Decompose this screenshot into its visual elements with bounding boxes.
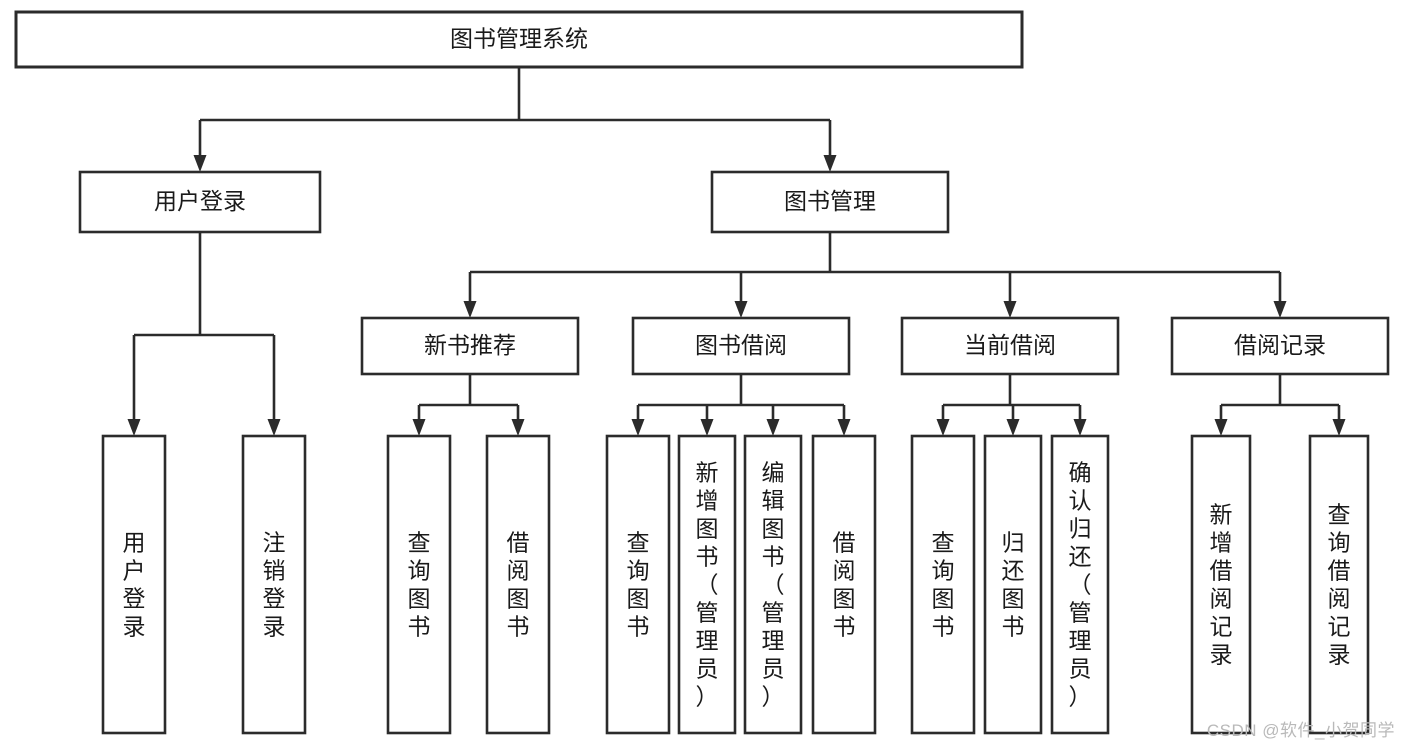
node-box-borrow-book-recommend (485, 434, 551, 735)
node-box-user-login (78, 170, 322, 234)
node-book-borrow[interactable]: 图书借阅 (631, 316, 851, 376)
node-box-root (14, 10, 1024, 69)
arrow-head-icon (734, 301, 748, 318)
node-box-query-borrow-record (1308, 434, 1370, 735)
node-label-borrow-book-recommend: 借阅图书 (507, 529, 530, 639)
arrow-head-icon (700, 419, 714, 436)
arrow-head-icon (1003, 301, 1017, 318)
node-label-borrow-book-borrow: 借阅图书 (833, 529, 856, 639)
node-label-book-manage: 图书管理 (784, 188, 876, 214)
node-label-edit-book-admin: 编辑图书（管理员） (762, 459, 785, 709)
node-label-add-borrow-record: 新增借阅记录 (1210, 501, 1233, 667)
node-label-query-borrow-record: 查询借阅记录 (1328, 501, 1351, 667)
node-user-login[interactable]: 用户登录 (78, 170, 322, 234)
arrow-head-icon (1332, 419, 1346, 436)
node-box-borrow-book-borrow (811, 434, 877, 735)
node-label-user-login-do: 用户登录 (123, 529, 146, 639)
node-box-query-book-borrow (605, 434, 671, 735)
node-box-borrow-record (1170, 316, 1390, 376)
node-box-book-borrow (631, 316, 851, 376)
node-query-borrow-record[interactable]: 查询借阅记录 (1308, 434, 1370, 735)
arrow-head-icon (837, 419, 851, 436)
arrow-head-icon (463, 301, 477, 318)
node-label-query-book-current: 查询图书 (932, 529, 955, 639)
node-box-query-book-recommend (386, 434, 452, 735)
node-user-login-do[interactable]: 用户登录 (101, 434, 167, 735)
node-layer: 图书管理系统用户登录用户登录注销登录图书管理新书推荐查询图书借阅图书图书借阅查询… (14, 10, 1390, 735)
arrow-head-icon (1214, 419, 1228, 436)
arrow-head-icon (267, 419, 281, 436)
arrow-head-icon (1006, 419, 1020, 436)
node-box-add-book-admin (677, 434, 737, 735)
connector-layer (127, 67, 1346, 436)
node-label-current-borrow: 当前借阅 (964, 332, 1056, 358)
node-borrow-book-borrow[interactable]: 借阅图书 (811, 434, 877, 735)
connector-book-manage-to-level3 (463, 232, 1287, 318)
node-query-book-current[interactable]: 查询图书 (910, 434, 976, 735)
arrow-head-icon (823, 155, 837, 172)
connector-new-book-recommend-to-leaves (412, 374, 525, 436)
arrow-head-icon (412, 419, 426, 436)
arrow-head-icon (127, 419, 141, 436)
node-label-book-borrow: 图书借阅 (695, 332, 787, 358)
node-edit-book-admin[interactable]: 编辑图书（管理员） (743, 434, 803, 735)
node-label-query-book-borrow: 查询图书 (627, 529, 650, 639)
node-current-borrow[interactable]: 当前借阅 (900, 316, 1120, 376)
connector-book-borrow-to-leaves (631, 374, 851, 436)
node-borrow-record[interactable]: 借阅记录 (1170, 316, 1390, 376)
node-borrow-book-recommend[interactable]: 借阅图书 (485, 434, 551, 735)
node-box-return-book (983, 434, 1043, 735)
arrow-head-icon (936, 419, 950, 436)
watermark-text: CSDN @软件_小贺同学 (1206, 721, 1395, 740)
node-add-borrow-record[interactable]: 新增借阅记录 (1190, 434, 1252, 735)
node-box-confirm-return-admin (1050, 434, 1110, 735)
arrow-head-icon (631, 419, 645, 436)
node-box-add-borrow-record (1190, 434, 1252, 735)
node-label-borrow-record: 借阅记录 (1234, 332, 1326, 358)
node-box-user-logout (241, 434, 307, 735)
node-box-current-borrow (900, 316, 1120, 376)
node-label-add-book-admin: 新增图书（管理员） (696, 459, 719, 709)
node-confirm-return-admin[interactable]: 确认归还（管理员） (1050, 434, 1110, 735)
connector-borrow-record-to-leaves (1214, 374, 1346, 436)
node-label-query-book-recommend: 查询图书 (408, 529, 431, 639)
node-box-query-book-current (910, 434, 976, 735)
node-label-confirm-return-admin: 确认归还（管理员） (1069, 459, 1092, 709)
node-query-book-borrow[interactable]: 查询图书 (605, 434, 671, 735)
node-label-new-book-recommend: 新书推荐 (424, 332, 516, 358)
arrow-head-icon (766, 419, 780, 436)
node-box-book-manage (710, 170, 950, 234)
node-return-book[interactable]: 归还图书 (983, 434, 1043, 735)
node-query-book-recommend[interactable]: 查询图书 (386, 434, 452, 735)
node-book-manage[interactable]: 图书管理 (710, 170, 950, 234)
connector-root-to-level2 (193, 67, 837, 172)
arrow-head-icon (193, 155, 207, 172)
connector-user-login-to-leaves (127, 232, 281, 436)
node-add-book-admin[interactable]: 新增图书（管理员） (677, 434, 737, 735)
arrow-head-icon (1273, 301, 1287, 318)
connector-current-borrow-to-leaves (936, 374, 1087, 436)
node-label-root: 图书管理系统 (450, 26, 588, 52)
node-user-logout[interactable]: 注销登录 (241, 434, 307, 735)
arrow-head-icon (511, 419, 525, 436)
node-box-new-book-recommend (360, 316, 580, 376)
node-box-edit-book-admin (743, 434, 803, 735)
node-label-user-login: 用户登录 (154, 188, 246, 214)
node-new-book-recommend[interactable]: 新书推荐 (360, 316, 580, 376)
node-label-user-logout: 注销登录 (263, 529, 286, 639)
node-box-user-login-do (101, 434, 167, 735)
node-label-return-book: 归还图书 (1002, 529, 1025, 639)
node-root[interactable]: 图书管理系统 (14, 10, 1024, 69)
arrow-head-icon (1073, 419, 1087, 436)
